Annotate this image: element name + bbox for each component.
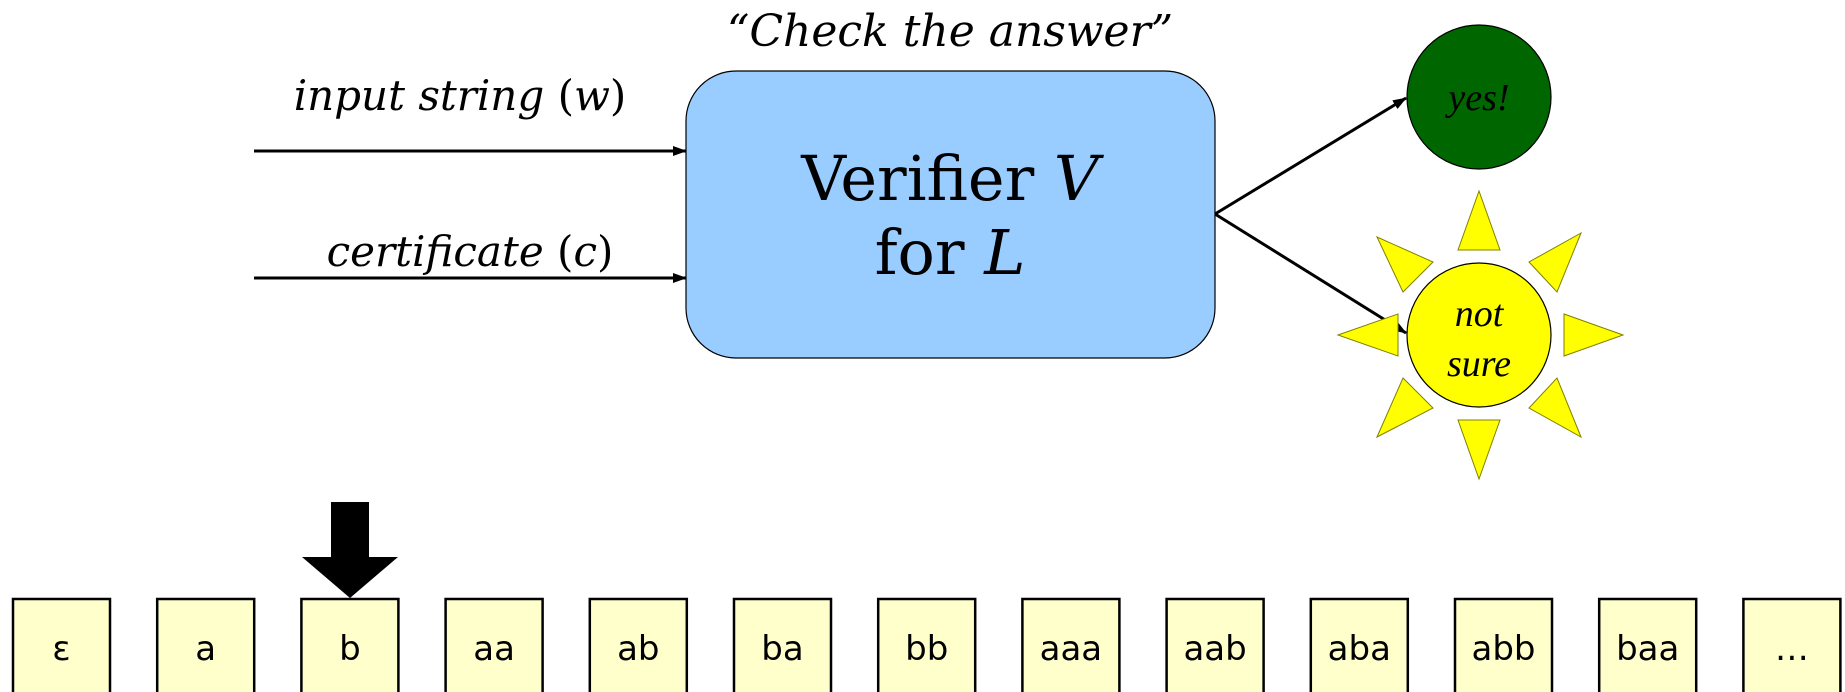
- string-cell-label: ε: [52, 629, 70, 669]
- yes-arrow: [1214, 96, 1407, 216]
- pointer-arrow: [302, 502, 398, 598]
- string-cell-box: [300, 597, 400, 692]
- yes-label: yes!: [1444, 77, 1509, 119]
- not-sure-sun: [1406, 262, 1552, 408]
- string-cell-box: [1597, 597, 1698, 692]
- string-cell-box: [732, 597, 833, 692]
- verifier-label-line2: for L: [875, 216, 1026, 289]
- string-cell: aa: [444, 597, 544, 692]
- string-cell-label: abb: [1472, 629, 1536, 669]
- sun-rays: [1336, 189, 1625, 481]
- string-cell-box: [876, 597, 977, 692]
- string-cell: aaa: [1021, 597, 1121, 692]
- string-cell-box: [444, 597, 544, 692]
- string-cell-box: [11, 597, 112, 692]
- string-cell-label: aab: [1183, 629, 1246, 669]
- string-cell-label: bb: [905, 629, 948, 669]
- string-cell-box: [1165, 597, 1265, 692]
- string-cell-label: aba: [1328, 629, 1391, 669]
- diagram-title: “Check the answer”: [727, 6, 1173, 57]
- string-cell: abb: [1453, 597, 1554, 692]
- yes-circle: [1406, 24, 1552, 170]
- not-sure-arrow: [1214, 212, 1407, 335]
- string-cell-label: …: [1775, 629, 1809, 669]
- string-cell: aba: [1309, 597, 1410, 692]
- string-cell-box: [588, 597, 689, 692]
- string-cell-box: [1309, 597, 1410, 692]
- string-cell: baa: [1597, 597, 1698, 692]
- string-cell: ba: [732, 597, 833, 692]
- string-cell-label: aa: [473, 629, 515, 669]
- not-sure-label-line1: not: [1455, 293, 1505, 335]
- string-cell-box: [1021, 597, 1121, 692]
- string-cell: ab: [588, 597, 689, 692]
- string-cell-box: [1742, 597, 1842, 692]
- string-cell-label: aaa: [1040, 629, 1103, 669]
- string-cell-label: a: [195, 629, 216, 669]
- string-cell: b: [300, 597, 400, 692]
- string-cell: aab: [1165, 597, 1265, 692]
- string-cell-label: ab: [617, 629, 659, 669]
- string-cell: a: [155, 597, 256, 692]
- certificate-label: certificate (c): [327, 227, 614, 276]
- string-cell-label: ba: [761, 629, 803, 669]
- string-cell-label: b: [339, 629, 361, 669]
- string-cell: …: [1742, 597, 1842, 692]
- not-sure-label-line2: sure: [1447, 343, 1511, 385]
- string-cell-box: [1453, 597, 1554, 692]
- string-cell-label: baa: [1616, 629, 1679, 669]
- string-cell: ε: [11, 597, 112, 692]
- string-cell-box: [155, 597, 256, 692]
- verifier-label-line1: Verifier V: [800, 142, 1105, 215]
- input-string-label: input string (w): [294, 71, 627, 120]
- string-cell: bb: [876, 597, 977, 692]
